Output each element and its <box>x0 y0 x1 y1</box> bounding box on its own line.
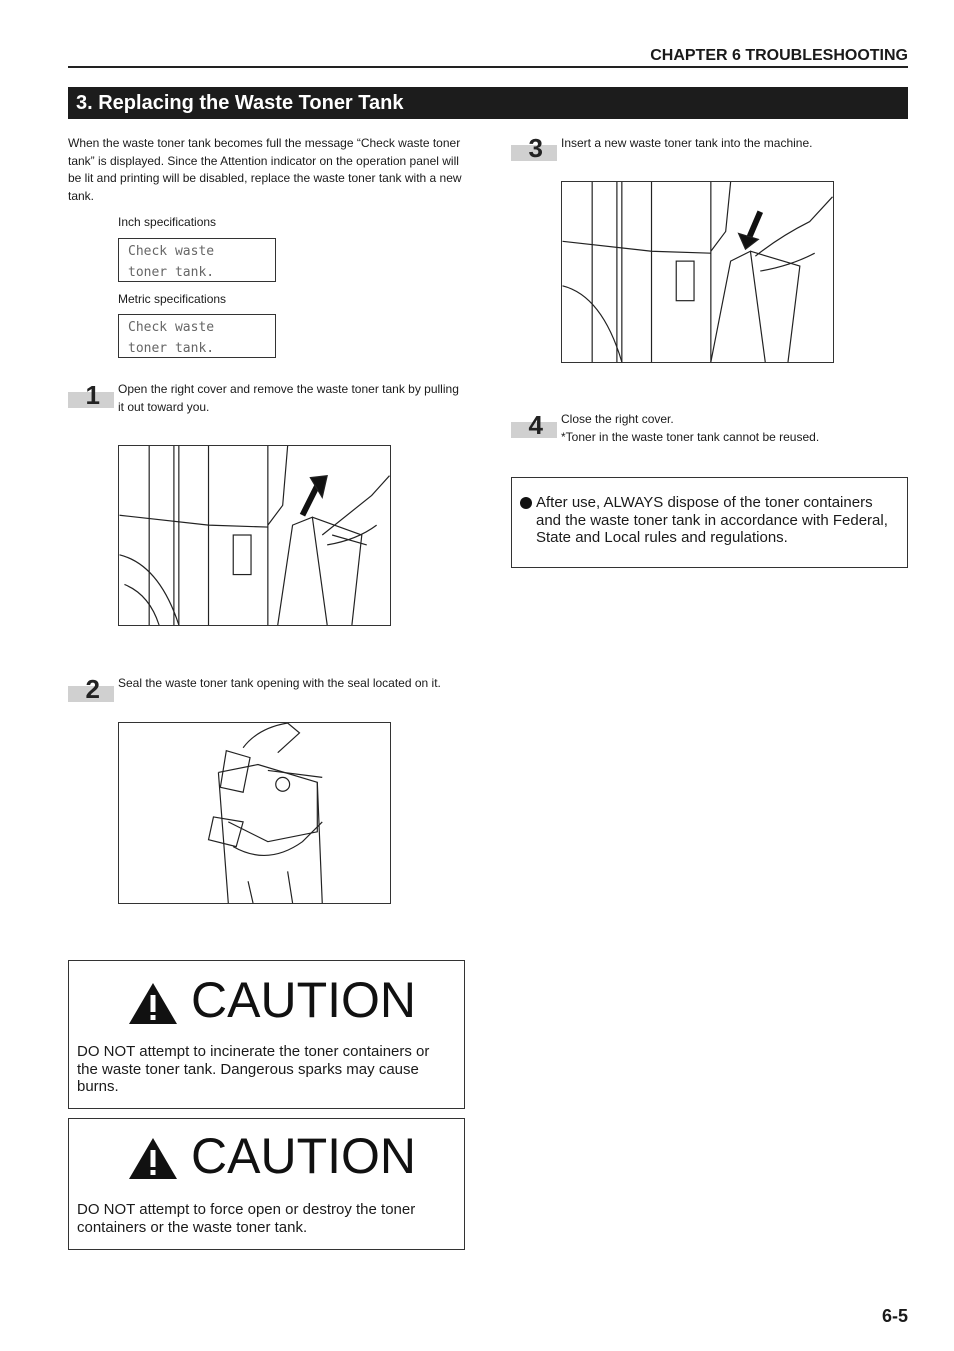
lcd-line: toner tank. <box>128 265 215 280</box>
step-3-illustration <box>561 181 834 363</box>
metric-lcd-display: Check waste toner tank. <box>118 314 276 358</box>
caution-title-1: CAUTION <box>191 972 416 1028</box>
header-rule <box>68 66 908 68</box>
step-2-text: Seal the waste toner tank opening with t… <box>118 676 441 690</box>
metric-spec-label: Metric specifications <box>118 292 227 306</box>
inch-lcd-display: Check waste toner tank. <box>118 238 276 282</box>
step-2-illustration <box>118 722 391 904</box>
step-3-number: 3 <box>511 133 557 163</box>
inch-spec-label: Inch specifications <box>118 215 217 229</box>
caution-text-1: DO NOT attempt to incinerate the toner c… <box>77 1043 430 1096</box>
lcd-line: Check waste <box>128 244 215 259</box>
lcd-line: toner tank. <box>128 341 215 356</box>
lcd-line: Check waste <box>128 320 215 335</box>
step-4-number: 4 <box>511 410 557 440</box>
step-2-number: 2 <box>68 674 114 704</box>
page-number: 6-5 <box>881 1306 908 1326</box>
caution-box-1: CAUTION DO NOT attempt to incinerate the… <box>68 960 465 1109</box>
step-3-text: Insert a new waste toner tank into the m… <box>561 136 813 150</box>
caution-box-2: CAUTION DO NOT attempt to force open or … <box>68 1118 465 1250</box>
section-title: 3. Replacing the Waste Toner Tank <box>68 87 908 119</box>
disposal-note-box: After use, ALWAYS dispose of the toner c… <box>511 477 908 568</box>
step-1-number: 1 <box>68 380 114 410</box>
warning-triangle-icon <box>129 1138 177 1179</box>
intro-paragraph: When the waste toner tank becomes full t… <box>68 136 462 203</box>
warning-triangle-icon <box>129 983 177 1024</box>
step-1-illustration <box>118 445 391 626</box>
step-1-text: Open the right cover and remove the wast… <box>118 382 459 414</box>
caution-text-2: DO NOT attempt to force open or destroy … <box>77 1201 416 1236</box>
chapter-header: CHAPTER 6 TROUBLESHOOTING <box>650 47 908 64</box>
disposal-note-text: After use, ALWAYS dispose of the toner c… <box>536 494 888 547</box>
step-4-text: Close the right cover. <box>561 412 674 426</box>
bullet-icon <box>520 497 532 509</box>
caution-title-2: CAUTION <box>191 1128 416 1184</box>
step-4-note: *Toner in the waste toner tank cannot be… <box>561 430 820 444</box>
